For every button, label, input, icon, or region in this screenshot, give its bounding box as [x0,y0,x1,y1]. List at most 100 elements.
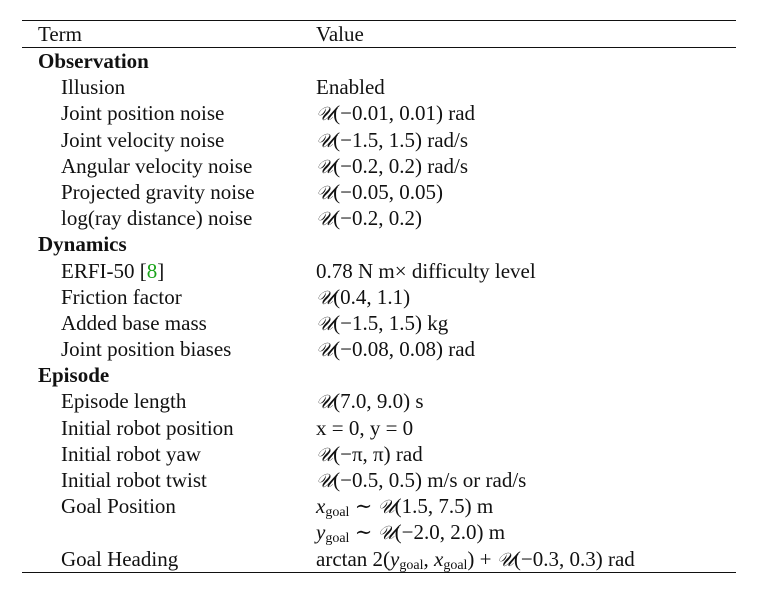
table-row: Initial robot yaw 𝒰(−π, π) rad [22,441,736,467]
table-row: Episode length 𝒰(7.0, 9.0) s [22,388,736,414]
term-text: Friction factor [61,284,182,309]
distribution-args: (1.5, 7.5) [394,494,472,519]
table-row: Goal Position xgoal ∼ 𝒰(1.5, 7.5) m [22,493,736,520]
row-term: Joint velocity noise [61,127,224,153]
relation: ∼ [349,520,378,545]
section-title: Episode [38,363,110,388]
unit: s [415,389,424,414]
term-text: Angular velocity noise [61,153,253,178]
uniform-symbol: 𝒰 [316,339,334,362]
variable-subscript: goal [325,505,350,521]
unit: rad [448,337,476,362]
distribution-args: (−0.2, 0.2) [333,153,422,178]
row-term: Projected gravity noise [61,179,255,205]
table-row: ERFI-50 [8] 0.78 N m× difficulty level [22,258,736,284]
row-term: Initial robot twist [61,467,207,493]
distribution-args: (−0.05, 0.05) [333,179,443,204]
uniform-symbol: 𝒰 [316,470,334,492]
relation: ∼ [349,494,378,519]
term-text: Goal Position [61,494,176,519]
row-value: 𝒰(−0.05, 0.05) [316,179,443,206]
term-text: Goal Heading [61,546,179,571]
distribution-args: (−0.08, 0.08) [333,337,443,362]
table-row: Projected gravity noise 𝒰(−0.05, 0.05) [22,179,736,205]
uniform-symbol: 𝒰 [316,103,334,126]
header-value: Value [316,22,364,46]
row-value: 𝒰(7.0, 9.0) s [316,388,424,415]
uniform-symbol: 𝒰 [316,391,334,414]
value-text: Enabled [316,75,385,100]
section-title: Dynamics [38,232,127,257]
term-text: Illusion [61,75,126,100]
variable: y [316,520,326,545]
uniform-symbol: 𝒰 [316,208,334,231]
term-text: ERFI-50 [61,258,135,283]
unit: m [488,520,506,545]
term-text: Joint position biases [61,337,232,362]
row-term: Illusion [61,74,125,100]
section-row: Dynamics [22,231,736,257]
uniform-symbol: 𝒰 [316,181,334,204]
row-value: x = 0, y = 0 [316,415,413,441]
distribution-args: (−2.0, 2.0) [394,520,484,545]
row-term: ERFI-50 [8] [61,258,165,283]
row-term: Initial robot position [61,415,234,441]
table-row: Initial robot twist 𝒰(−0.5, 0.5) m/s or r… [22,467,736,493]
distribution-args: (−0.01, 0.01) [333,101,443,126]
variable-subscript: goal [399,557,424,573]
row-term: Goal Position [61,493,176,519]
variable-subscript: goal [443,557,468,573]
variable-subscript: goal [325,531,350,547]
table-row: Joint position noise 𝒰(−0.01, 0.01) rad [22,100,736,126]
distribution-args: (−0.2, 0.2) [333,206,422,231]
distribution-args: (−0.5, 0.5) [333,468,422,492]
term-text: Added base mass [61,310,207,335]
unit: rad [607,546,635,571]
variable: x [316,494,326,519]
distribution-args: (−0.3, 0.3) [513,546,603,571]
row-value: 𝒰(−0.08, 0.08) rad [316,336,475,363]
section-title: Observation [38,49,149,73]
row-value: 𝒰(−0.2, 0.2) [316,205,422,232]
row-term: Episode length [61,388,186,414]
row-value: 𝒰(−0.5, 0.5) m/s or rad/s [316,467,526,494]
mid-rule [22,47,736,48]
distribution-args: (−1.5, 1.5) [333,310,422,335]
section-row: Episode [22,362,736,388]
function-name: arctan 2( [316,546,391,571]
row-term: Joint position biases [61,336,231,362]
term-text: Joint velocity noise [61,127,225,152]
variable: x [433,546,444,571]
row-term: Added base mass [61,310,207,336]
row-value: 𝒰(−π, π) rad [316,441,423,468]
distribution-args: (7.0, 9.0) [333,389,411,414]
unit: m/s or rad/s [427,468,527,492]
distribution-args: (−π, π) [333,441,391,466]
citation-link[interactable]: 8 [146,258,158,283]
section-row: Observation [22,48,736,74]
table-row: Added base mass 𝒰(−1.5, 1.5) kg [22,310,736,336]
term-text: Initial robot position [61,415,234,440]
row-term: Joint position noise [61,100,224,126]
row-value: 𝒰(−0.2, 0.2) rad/s [316,153,468,180]
row-value: 0.78 N m× difficulty level [316,258,536,284]
row-value: xgoal ∼ 𝒰(1.5, 7.5) m [316,493,493,520]
term-text: Initial robot twist [61,468,207,492]
table-row: Angular velocity noise 𝒰(−0.2, 0.2) rad/s [22,153,736,179]
term-text: Projected gravity noise [61,179,255,204]
uniform-symbol: 𝒰 [316,129,334,152]
row-term: Friction factor [61,284,182,310]
term-text: Joint position noise [61,101,225,126]
unit: rad [448,101,476,126]
row-value: 𝒰(−1.5, 1.5) rad/s [316,127,468,154]
uniform-symbol: 𝒰 [377,496,395,519]
term-text: Initial robot yaw [61,441,201,466]
table-row: ygoal ∼ 𝒰(−2.0, 2.0) m [22,519,736,547]
uniform-symbol: 𝒰 [316,286,334,309]
variable: y [390,546,400,571]
table-row: Initial robot position x = 0, y = 0 [22,415,736,441]
row-value: 𝒰(−1.5, 1.5) kg [316,310,448,337]
